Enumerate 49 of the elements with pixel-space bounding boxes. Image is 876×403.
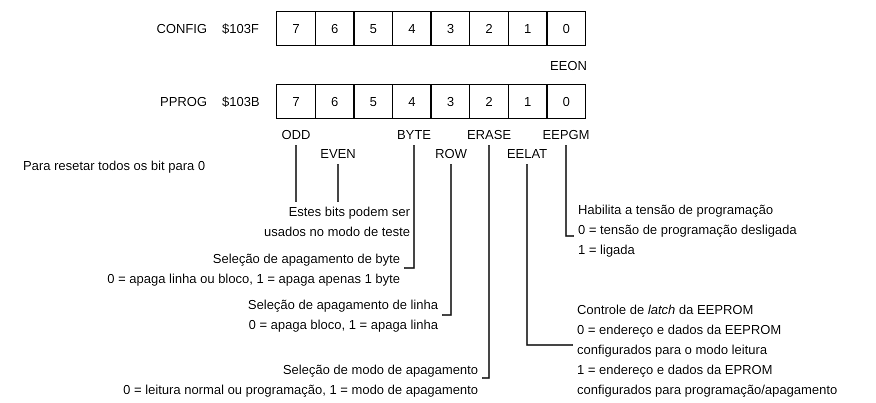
description-heading: Habilita a tensão de programação xyxy=(578,201,774,219)
description-text: 0 = apaga linha ou bloco, 1 = apaga apenas 1 byte xyxy=(107,270,400,288)
bit-name: ROW xyxy=(435,146,467,162)
register-bit-cell: 3 xyxy=(430,84,470,119)
register-bit-cell: 7 xyxy=(276,11,316,46)
leader-line xyxy=(404,145,415,269)
description-text: 0 = tensão de programação desligada xyxy=(578,221,797,239)
register-bit-cell: 4 xyxy=(392,84,432,119)
bit-name: EEPGM xyxy=(542,127,590,143)
register-bit-cell: 0 xyxy=(546,84,586,119)
register-label: PPROG xyxy=(160,94,207,110)
register-bit-cell: 1 xyxy=(508,11,548,46)
description-text: 0 = endereço e dados da EEPROM configurados para o modo leitura xyxy=(577,321,782,359)
description-heading: Controle de latch da EEPROM xyxy=(577,301,754,319)
leader-line xyxy=(337,164,339,202)
register-label: $103F xyxy=(222,21,259,37)
bit-name: BYTE xyxy=(397,127,431,143)
description-text: 0 = apaga bloco, 1 = apaga linha xyxy=(248,316,438,334)
register-bit-cell: 7 xyxy=(276,84,316,119)
leader-line xyxy=(482,145,490,379)
leader-line xyxy=(295,145,297,202)
register-bit-cell: 6 xyxy=(314,84,355,119)
description-heading: Estes bits podem ser usados no modo de teste xyxy=(263,203,410,241)
description-text: 0 = leitura normal ou programação, 1 = modo de apagamento xyxy=(123,381,478,399)
register-bit-cell: 4 xyxy=(392,11,432,46)
leader-line xyxy=(526,164,573,346)
register-bit-cell: 3 xyxy=(430,11,470,46)
register-label: CONFIG xyxy=(156,21,207,37)
bit-name: ODD xyxy=(282,127,310,143)
register-bit-cell: 2 xyxy=(469,84,510,119)
description-text: 1 = ligada xyxy=(578,241,636,259)
register-bit-cell: 2 xyxy=(469,11,510,46)
register-bit-cell: 0 xyxy=(546,11,586,46)
bit-name: EEON xyxy=(550,58,587,74)
register-bit-cell: 6 xyxy=(314,11,355,46)
bit-name: EVEN xyxy=(320,146,356,162)
note-text: Para resetar todos os bit para 0 xyxy=(23,158,206,174)
leader-line xyxy=(565,145,574,237)
leader-line xyxy=(442,164,452,316)
description-heading: Seleção de apagamento de linha xyxy=(248,296,438,314)
bit-name: EELAT xyxy=(506,146,548,162)
register-bit-cell: 5 xyxy=(353,84,394,119)
description-heading: Seleção de modo de apagamento xyxy=(282,361,478,379)
register-bit-cell: 1 xyxy=(508,84,548,119)
register-bit-cell: 5 xyxy=(353,11,394,46)
description-heading: Seleção de apagamento de byte xyxy=(212,250,400,268)
register-label: $103B xyxy=(222,94,260,110)
bit-name: ERASE xyxy=(466,127,512,143)
description-text: 1 = endereço e dados da EPROM configurados para programação/apagamento xyxy=(577,361,838,399)
